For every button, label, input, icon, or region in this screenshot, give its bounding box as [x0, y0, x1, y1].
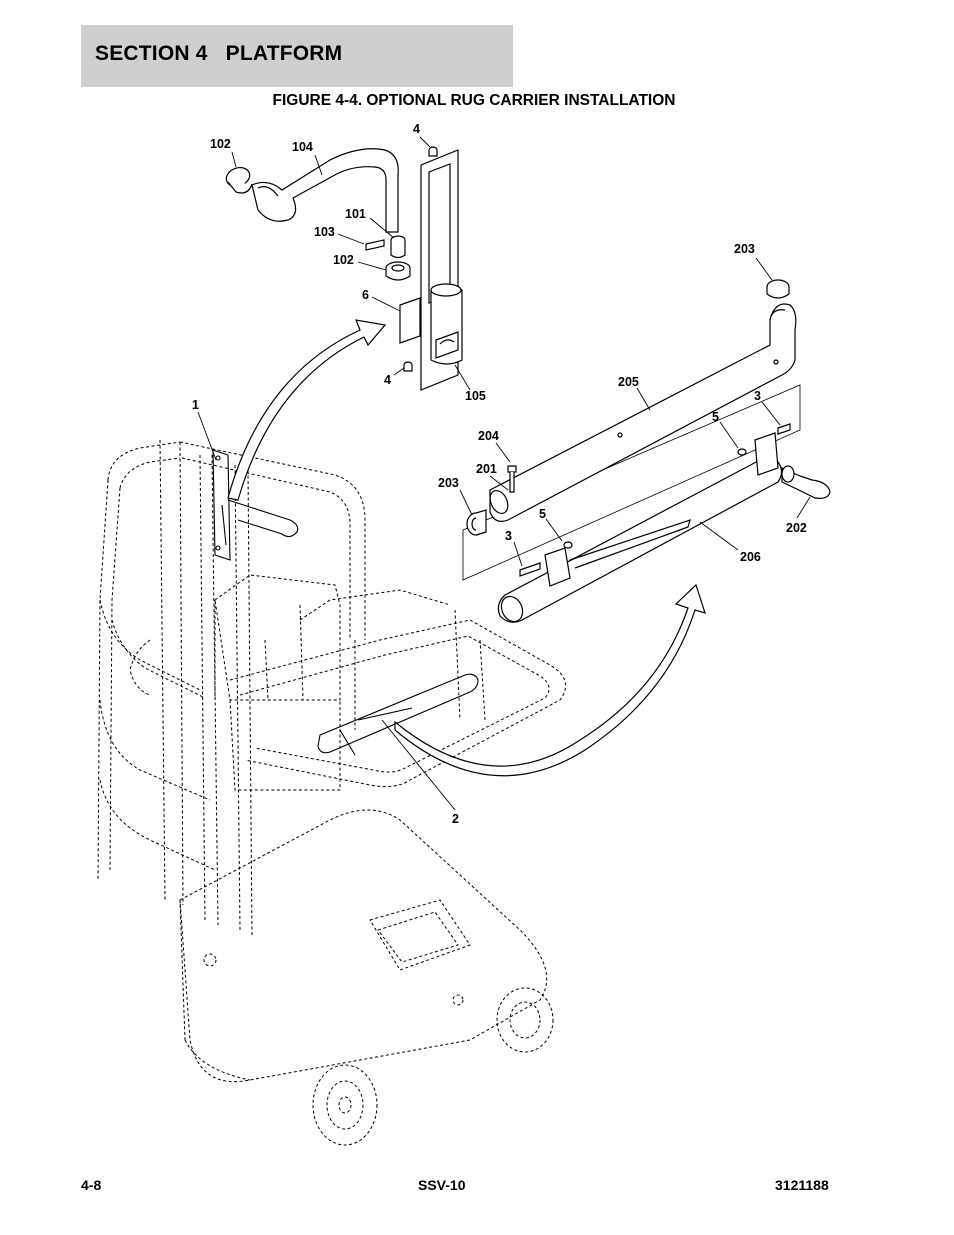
leader-lines [197, 136, 811, 811]
installed-lower-tube [317, 673, 479, 756]
figure-title: FIGURE 4-4. OPTIONAL RUG CARRIER INSTALL… [272, 92, 676, 109]
machine-outline [97, 439, 567, 1146]
lower-assembly [462, 279, 831, 623]
model-name: SSV-10 [418, 1177, 466, 1193]
callout-105: 105 [465, 389, 486, 403]
callout-203: 203 [438, 476, 459, 490]
callout-203: 203 [734, 242, 755, 256]
section-header: SECTION 4 PLATFORM [81, 25, 513, 87]
callout-5: 5 [712, 410, 719, 424]
callout-3: 3 [505, 529, 512, 543]
callout-2: 2 [452, 812, 459, 826]
upper-assembly [225, 146, 463, 391]
install-arrows [227, 319, 706, 777]
section-name: PLATFORM [225, 42, 343, 65]
callout-5: 5 [539, 507, 546, 521]
callout-202: 202 [786, 521, 807, 535]
callout-4: 4 [384, 373, 391, 387]
section-number: SECTION 4 [95, 42, 208, 65]
callout-4: 4 [413, 122, 420, 136]
callout-102: 102 [333, 253, 354, 267]
callout-201: 201 [476, 462, 497, 476]
callout-101: 101 [345, 207, 366, 221]
callout-204: 204 [478, 429, 499, 443]
callout-3: 3 [754, 389, 761, 403]
installed-rug-carrier [212, 449, 299, 561]
callout-104: 104 [292, 140, 313, 154]
callout-206: 206 [740, 550, 761, 564]
callout-6: 6 [362, 288, 369, 302]
document-number: 3121188 [775, 1177, 829, 1193]
callout-205: 205 [618, 375, 639, 389]
callout-103: 103 [314, 225, 335, 239]
page-number: 4-8 [81, 1177, 102, 1193]
callout-102: 102 [210, 137, 231, 151]
callout-1: 1 [192, 398, 199, 412]
